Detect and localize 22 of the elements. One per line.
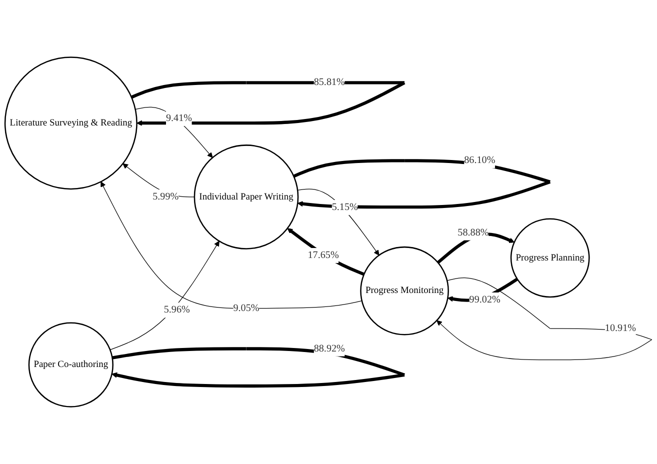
node-circle: Progress Monitoring xyxy=(360,246,449,336)
edge-label: 17.65% xyxy=(308,250,339,261)
arrow xyxy=(297,188,380,256)
edge-label: 9.05% xyxy=(233,302,260,314)
edge-label: 86.10% xyxy=(464,155,496,166)
arrow xyxy=(110,240,220,350)
arrow xyxy=(135,106,213,158)
edge-label: 88.92% xyxy=(314,343,345,354)
edge-label: 5.99% xyxy=(152,191,179,202)
edge-label: 9.41% xyxy=(166,112,192,124)
node-circle: Paper Co-authoring xyxy=(28,322,114,408)
edge-label: 99.02% xyxy=(469,294,500,306)
node-circle: Progress Planning xyxy=(510,218,590,298)
arrow xyxy=(100,182,362,309)
edge-label: 58.88% xyxy=(458,227,489,238)
edge-label: 5.15% xyxy=(332,202,358,213)
node-circle: Literature Surveying & Reading xyxy=(4,56,138,190)
edge-label: 5.96% xyxy=(164,304,190,316)
edge-label: 85.81% xyxy=(314,77,345,88)
node-circle: Individual Paper Writing xyxy=(194,144,299,250)
edge-label: 10.91% xyxy=(604,322,636,334)
arrow xyxy=(287,228,365,276)
